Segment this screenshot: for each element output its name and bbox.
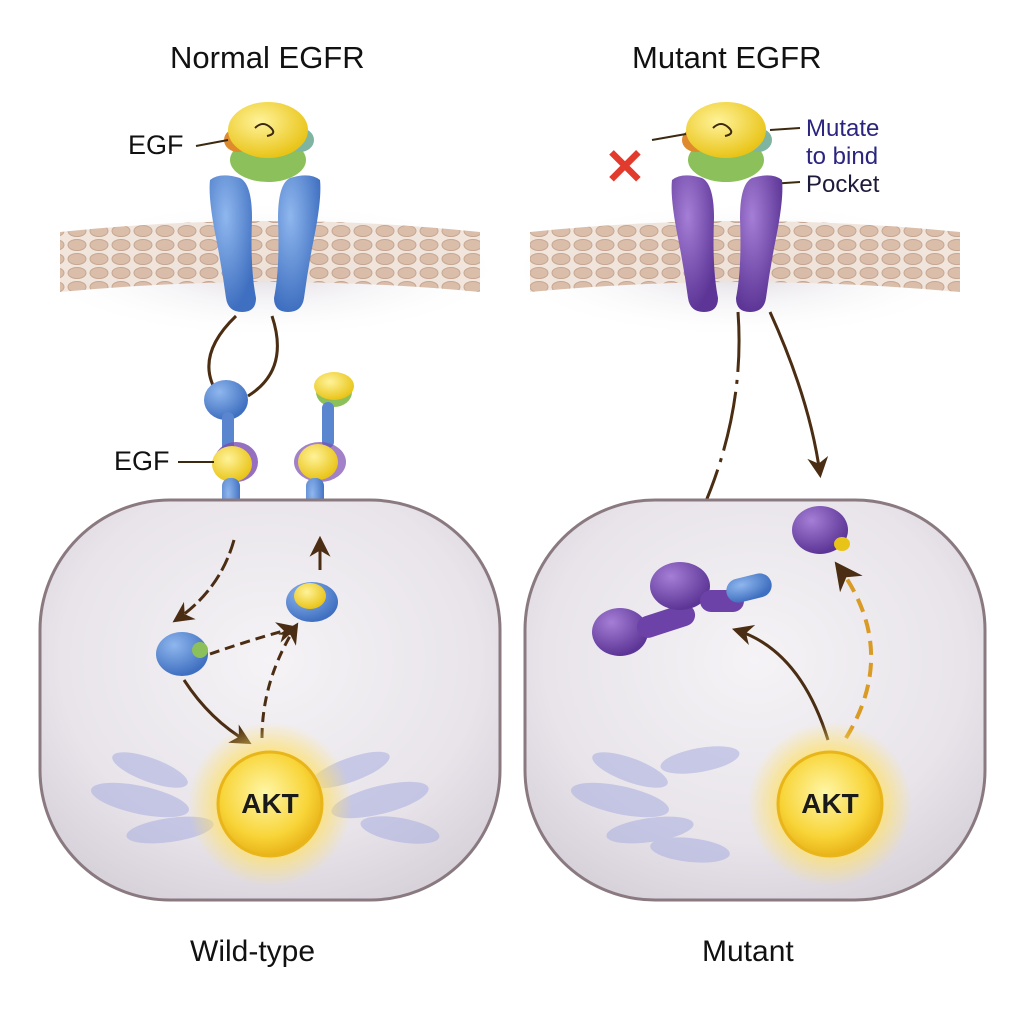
right-panel-title: Mutant EGFR (632, 40, 822, 75)
arrow-receptor-to-cell-b (768, 311, 829, 479)
arrow-receptor-to-complex-b (247, 315, 279, 398)
arrow-left-5 (260, 622, 299, 739)
akt-node-right (776, 750, 884, 858)
signaling-protein-b (286, 582, 338, 622)
right-caption: Mutant (702, 935, 794, 968)
mutation-note-line-3: Pocket (806, 171, 880, 198)
mutant-protein-chain (592, 562, 772, 656)
egfr-receptor-right (671, 175, 783, 312)
akt-label-left: AKT (241, 788, 299, 819)
blocked-leader (651, 133, 687, 141)
blocked-binding-icon: ✕ (604, 139, 646, 195)
signaling-protein-a (156, 632, 208, 676)
mutant-protein-single (792, 506, 850, 554)
egfr-receptor-left (209, 175, 321, 312)
right-panel (500, 102, 987, 902)
arrow-left-3 (209, 622, 299, 656)
left-panel-title: Normal EGFR (170, 40, 365, 75)
akt-label-right: AKT (801, 788, 859, 819)
left-panel (30, 102, 510, 902)
egf-top-leader (195, 139, 229, 147)
egf-label-mid: EGF (114, 446, 170, 476)
arrow-right-akt-to-single (834, 561, 873, 740)
nucleus-fibers-right (571, 746, 740, 863)
mutation-note-line-2: to bind (806, 143, 879, 170)
cell-body-right (523, 498, 987, 902)
arrow-right-akt-to-chain (731, 625, 830, 741)
arrow-left-1 (172, 539, 236, 623)
arrow-receptor-to-cell-a (691, 311, 741, 532)
egf-ligand-top (224, 102, 314, 182)
akt-node-left (216, 750, 324, 858)
note-leader-1 (769, 127, 801, 131)
egf-label-top: EGF (128, 130, 184, 160)
left-caption: Wild-type (190, 935, 316, 968)
mutation-note-line-1: Mutate (806, 115, 880, 142)
cell-membrane-left (60, 221, 480, 292)
egf-ligand-top-right (682, 102, 772, 182)
